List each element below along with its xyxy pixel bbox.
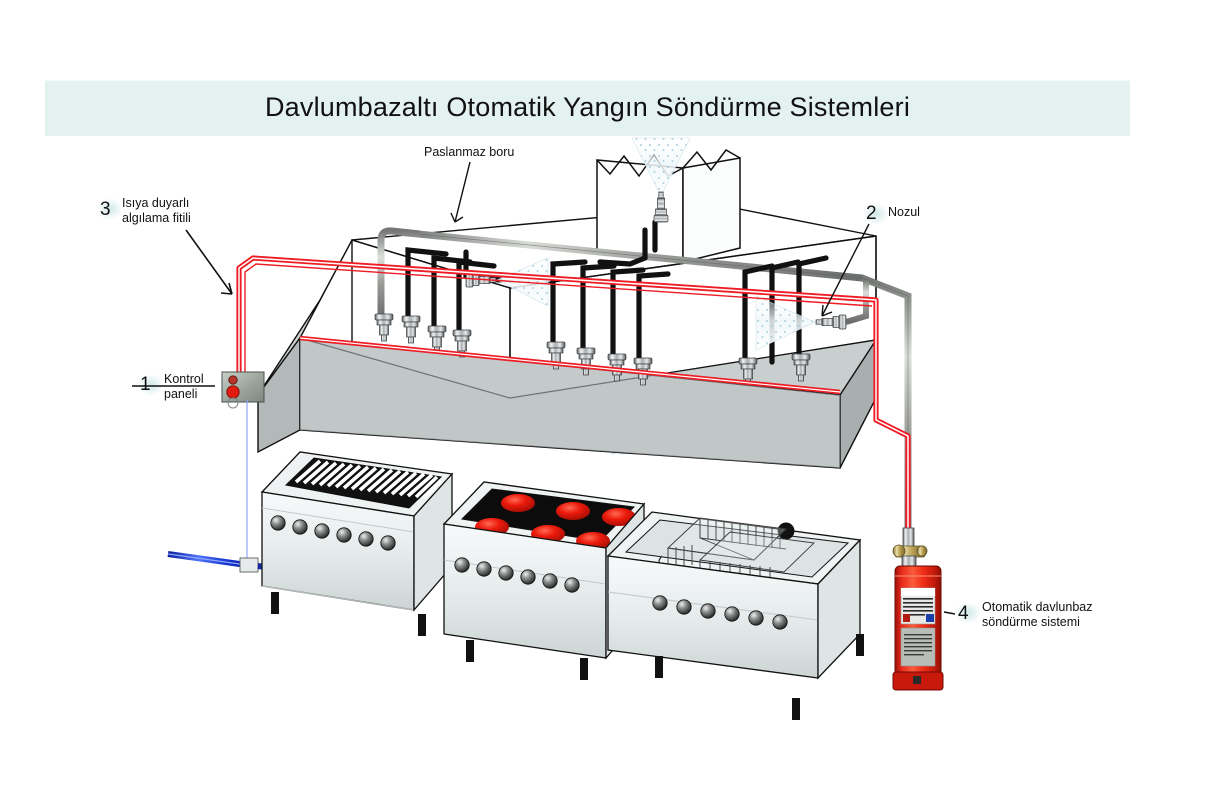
callout-1-line1: Kontrol	[164, 372, 204, 386]
callout-4-line1: Otomatik davlunbaz	[982, 600, 1093, 614]
burner-group	[475, 494, 636, 550]
callout-4-glow	[955, 602, 981, 624]
callout-4-number: 4	[958, 603, 969, 624]
callout-2-number: 2	[866, 203, 877, 224]
label-stainless-pipe: Paslanmaz boru	[424, 145, 515, 159]
heat-detection-line	[236, 255, 911, 536]
control-panel[interactable]	[221, 371, 265, 409]
leader-cylinder	[943, 611, 956, 615]
panel-indicator-icon	[228, 375, 238, 385]
leader-detection	[185, 229, 233, 295]
char-broiler-grill	[260, 451, 454, 636]
cylinder-valve-assembly	[892, 527, 928, 567]
callout-hood-suppression-system: 4 Otomatik davlunbaz söndürme sistemi	[958, 600, 1092, 629]
six-burner-range	[442, 481, 646, 680]
callout-1-number: 1	[140, 374, 151, 395]
page-title: Davlumbazaltı Otomatik Yangın Söndürme S…	[264, 92, 911, 122]
fryer-knob-row	[652, 595, 788, 630]
duct-nozzle-spray	[631, 137, 691, 197]
callout-2-glow	[863, 203, 889, 225]
callout-3-line1: Isıya duyarlı	[122, 196, 190, 210]
suppression-cylinder	[892, 527, 944, 691]
callout-control-panel: 1 Kontrol paneli	[140, 372, 204, 401]
callout-2-line1: Nozul	[888, 205, 920, 219]
leader-pipe	[454, 161, 471, 223]
grill-knob-row	[270, 515, 396, 551]
leader-nozzle	[821, 223, 870, 317]
title-banner	[45, 80, 1130, 136]
range-knob-row	[454, 557, 580, 593]
callout-3-line2: algılama fitili	[122, 210, 191, 225]
callout-3-glow	[97, 198, 123, 220]
callout-4-line2: söndürme sistemi	[982, 614, 1080, 629]
callout-nozzle: 2 Nozul	[866, 202, 920, 224]
callout-3-number: 3	[100, 199, 111, 220]
callout-heat-detection-fuse: 3 Isıya duyarlı algılama fitili	[100, 196, 191, 225]
deep-fryer	[606, 511, 864, 720]
callout-1-glow	[138, 374, 164, 396]
callout-1-line2: paneli	[164, 386, 198, 401]
